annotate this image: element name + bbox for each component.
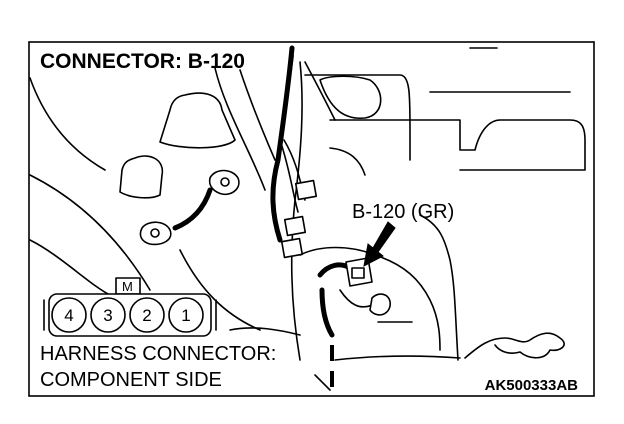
pin-label-3: 3 xyxy=(103,306,112,325)
caption-line-1: HARNESS CONNECTOR: xyxy=(40,343,276,365)
pin-1-circle xyxy=(168,297,204,333)
wiring-harness xyxy=(270,45,335,390)
figure-code: AK500333AB xyxy=(485,377,579,394)
ground-cable xyxy=(139,169,240,246)
callout-arrow xyxy=(363,221,396,267)
diagram-frame xyxy=(28,41,595,397)
pin-label-4: 4 xyxy=(64,306,73,325)
caption-line-2: COMPONENT SIDE xyxy=(40,369,222,391)
fluid-reservoir-left xyxy=(119,92,236,199)
diagram-title: CONNECTOR: B-120 xyxy=(40,50,245,73)
connector-callout-label: B-120 (GR) xyxy=(352,201,454,223)
connector-b120-location xyxy=(317,221,396,316)
connector-key-label: M xyxy=(122,279,133,294)
pin-label-1: 1 xyxy=(181,306,190,325)
connector-face xyxy=(43,277,217,337)
pin-3-circle xyxy=(90,297,126,333)
pin-label-2: 2 xyxy=(142,306,151,325)
engine-bay-outline xyxy=(29,47,586,391)
pin-2-circle xyxy=(129,297,165,333)
pin-4-circle xyxy=(51,297,87,333)
